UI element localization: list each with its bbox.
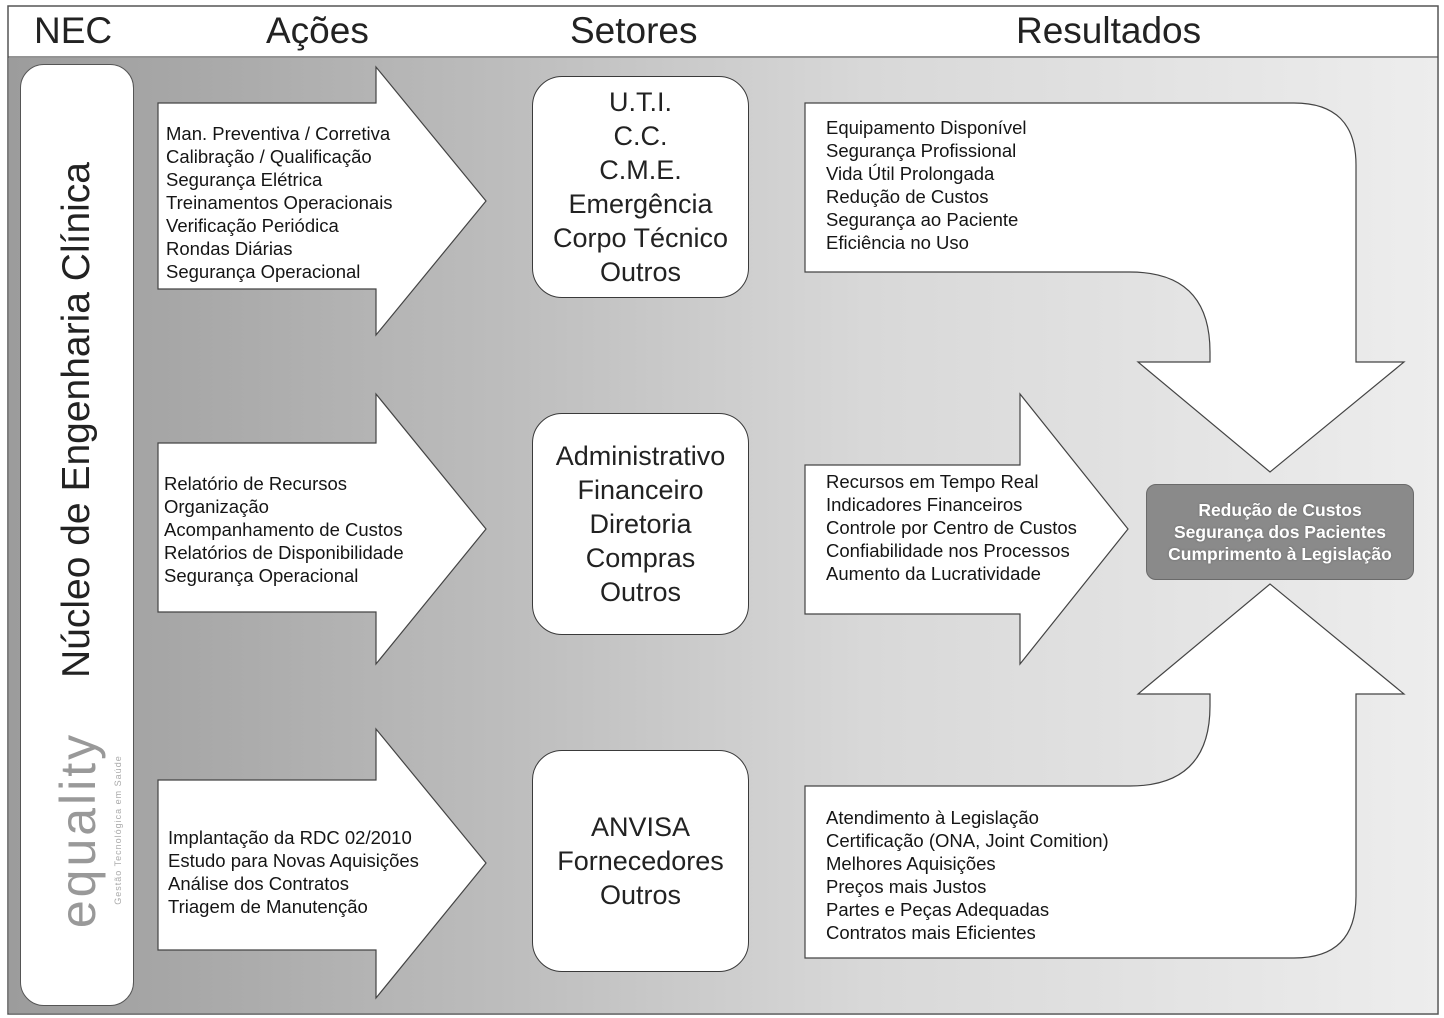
result-item: Preços mais Justos: [826, 876, 987, 897]
action-arrow-2: [157, 392, 487, 666]
action-item: Relatório de Recursos: [164, 473, 348, 494]
action-item: Treinamentos Operacionais: [166, 192, 393, 213]
action-item: Acompanhamento de Custos: [164, 519, 403, 540]
result-item: Partes e Peças Adequadas: [826, 899, 1050, 920]
logo-subtext: Gestão Tecnológica em Saúde: [113, 755, 123, 905]
header-setores: Setores: [570, 10, 698, 51]
sector-item: Compras: [585, 543, 696, 573]
summary-box: Redução de Custos Segurança dos Paciente…: [1146, 484, 1414, 580]
summary-item: Redução de Custos: [1198, 500, 1362, 520]
sector-box-1: U.T.I. C.C. C.M.E. Emergência Corpo Técn…: [532, 76, 749, 298]
action-item: Calibração / Qualificação: [166, 146, 372, 167]
sidebar-title: Núcleo de Engenharia Clínica: [55, 162, 98, 678]
result-item: Segurança Profissional: [826, 140, 1017, 161]
sector-item: U.T.I.: [608, 87, 672, 117]
actions-list-2: Relatório de Recursos Organização Acompa…: [164, 472, 404, 587]
header-acoes: Ações: [266, 10, 369, 51]
action-item: Triagem de Manutenção: [168, 896, 368, 917]
result-item: Indicadores Financeiros: [826, 494, 1023, 515]
result-item: Vida Útil Prolongada: [826, 163, 995, 184]
logo-text: equality: [50, 731, 106, 929]
outer-frame: [7, 5, 1439, 1015]
action-arrow-1: [157, 65, 487, 337]
action-item: Análise dos Contratos: [168, 873, 349, 894]
sector-item: Diretoria: [589, 509, 692, 539]
sector-item: Outros: [599, 880, 682, 910]
result-item: Recursos em Tempo Real: [826, 471, 1039, 492]
sidebar-panel: [20, 64, 134, 1006]
action-item: Implantação da RDC 02/2010: [168, 827, 412, 848]
sector-item: Fornecedores: [557, 846, 724, 876]
sector-item: Corpo Técnico: [552, 223, 729, 253]
actions-list-1: Man. Preventiva / Corretiva Calibração /…: [166, 122, 393, 283]
action-item: Segurança Operacional: [166, 261, 361, 282]
summary-item: Segurança dos Pacientes: [1173, 522, 1387, 542]
sector-item: C.M.E.: [599, 155, 682, 185]
result-shape-3: [804, 583, 1406, 959]
result-item: Certificação (ONA, Joint Comition): [826, 830, 1109, 851]
action-item: Organização: [164, 496, 269, 517]
action-item: Segurança Operacional: [164, 565, 359, 586]
result-item: Segurança ao Paciente: [826, 209, 1019, 230]
result-item: Aumento da Lucratividade: [826, 563, 1041, 584]
action-item: Rondas Diárias: [166, 238, 293, 259]
actions-list-3: Implantação da RDC 02/2010 Estudo para N…: [168, 826, 419, 918]
result-item: Controle por Centro de Custos: [826, 517, 1077, 538]
results-list-3: Atendimento à Legislação Certificação (O…: [826, 806, 1109, 944]
result-shape-1: [804, 102, 1406, 473]
result-item: Redução de Custos: [826, 186, 989, 207]
summary-item: Cumprimento à Legislação: [1168, 544, 1392, 564]
result-item: Eficiência no Uso: [826, 232, 969, 253]
sector-item: Emergência: [568, 189, 713, 219]
result-item: Equipamento Disponível: [826, 117, 1027, 138]
result-item: Contratos mais Eficientes: [826, 922, 1036, 943]
sector-box-3: ANVISA Fornecedores Outros: [532, 750, 749, 972]
sector-item: Administrativo: [555, 441, 726, 471]
action-item: Estudo para Novas Aquisições: [168, 850, 419, 871]
sector-item: C.C.: [613, 121, 668, 151]
action-item: Verificação Periódica: [166, 215, 339, 236]
sector-item: Outros: [599, 257, 682, 287]
sector-item: Outros: [599, 577, 682, 607]
action-item: Man. Preventiva / Corretiva: [166, 123, 391, 144]
result-item: Atendimento à Legislação: [826, 807, 1039, 828]
result-item: Confiabilidade nos Processos: [826, 540, 1070, 561]
action-item: Segurança Elétrica: [166, 169, 323, 190]
sector-item: Financeiro: [577, 475, 704, 505]
action-arrow-3: [157, 727, 487, 1000]
results-list-1: Equipamento Disponível Segurança Profiss…: [826, 116, 1027, 254]
result-shape-2: [804, 392, 1129, 666]
sector-box-2: Administrativo Financeiro Diretoria Comp…: [532, 413, 749, 635]
header-nec: NEC: [34, 10, 113, 51]
sector-item: ANVISA: [590, 812, 691, 842]
header-resultados: Resultados: [1016, 10, 1202, 51]
result-item: Melhores Aquisições: [826, 853, 996, 874]
action-item: Relatórios de Disponibilidade: [164, 542, 404, 563]
results-list-2: Recursos em Tempo Real Indicadores Finan…: [826, 470, 1077, 585]
